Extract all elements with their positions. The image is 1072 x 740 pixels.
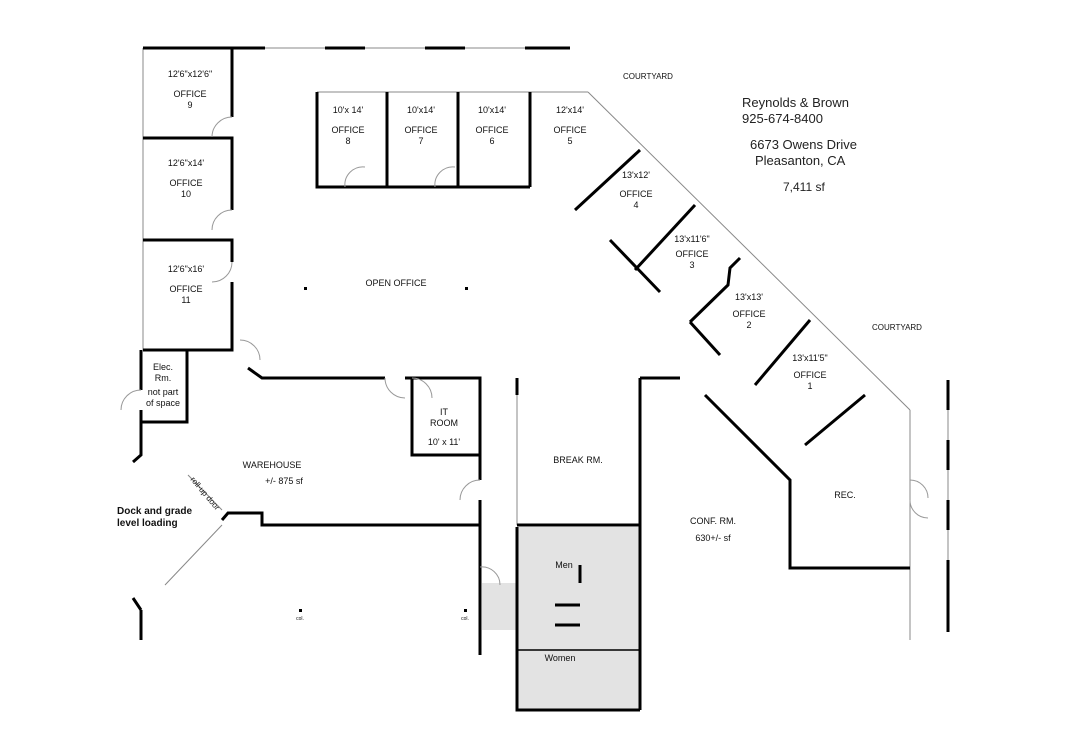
break-room-label: BREAK RM. — [553, 455, 603, 465]
warehouse-label: WAREHOUSE — [242, 460, 302, 470]
column-label: col. — [461, 616, 469, 622]
mens-restroom-label: Men — [555, 560, 573, 570]
property-area: 7,411 sf — [783, 180, 825, 194]
company-phone: 925-674-8400 — [742, 111, 823, 126]
open-office-label: OPEN OFFICE — [365, 278, 427, 288]
restroom-fill — [482, 527, 640, 710]
door-swings — [120, 116, 929, 586]
property-city: Pleasanton, CA — [755, 153, 846, 168]
conf-room-label: CONF. RM.630+/- sf — [690, 516, 736, 543]
courtyard-label: COURTYARD — [872, 323, 922, 332]
womens-restroom-label: Women — [544, 653, 576, 663]
reception-label: REC. — [834, 490, 856, 500]
warehouse-area: +/- 875 sf — [265, 476, 303, 486]
walls — [131, 46, 950, 712]
property-address: 6673 Owens Drive — [750, 137, 857, 152]
company-name: Reynolds & Brown — [742, 95, 849, 110]
column-label: col. — [296, 616, 304, 622]
courtyard-label: COURTYARD — [623, 72, 673, 81]
columns — [299, 287, 468, 612]
